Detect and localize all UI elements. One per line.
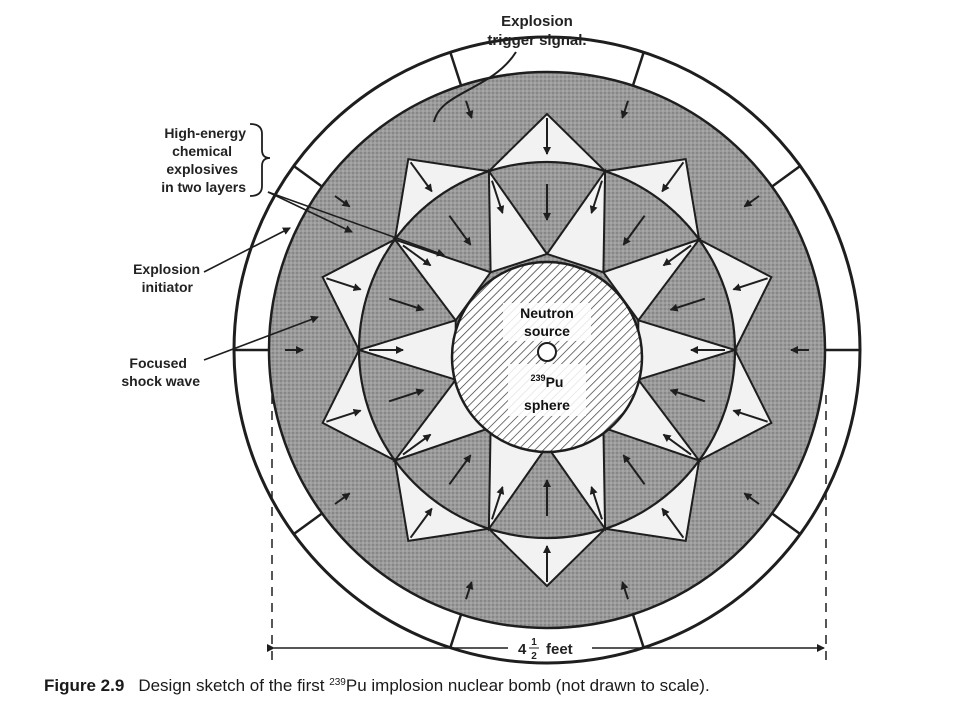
shock-arrow xyxy=(448,454,472,485)
initiator-slot xyxy=(631,614,645,649)
shock-arrow xyxy=(388,297,425,312)
shock-arrow xyxy=(620,581,629,600)
shock-arrow xyxy=(448,215,472,246)
shock-arrow xyxy=(662,244,692,267)
neutron-source-label-line2: source xyxy=(524,323,570,339)
initiator-slot xyxy=(771,164,801,188)
initiator-label-line1: Explosion xyxy=(133,261,200,277)
shock-arrow xyxy=(402,433,432,456)
shock-arrow xyxy=(662,433,692,456)
figure-number: Figure 2.9 xyxy=(44,676,125,695)
neutron-source-label-line1: Neutron xyxy=(520,305,574,321)
initiator-slot xyxy=(771,512,801,536)
initiator-slot xyxy=(293,512,323,536)
caption-text-before: Design sketch of the first xyxy=(138,676,330,695)
shock-arrow xyxy=(732,408,768,423)
shock-wave-leader xyxy=(203,315,319,361)
shock-arrow xyxy=(334,492,351,505)
explosives-label-line1: High-energy xyxy=(164,125,246,141)
trigger-leader xyxy=(433,51,517,123)
dimension-label: 4 xyxy=(518,641,527,658)
shock-arrow xyxy=(589,486,603,520)
trigger-label-line2: trigger signal. xyxy=(487,32,586,49)
dimension-whole: 4 xyxy=(518,641,527,658)
caption-text-after: Pu implosion nuclear bomb (not drawn to … xyxy=(345,676,710,695)
initiator-label-line2: initiator xyxy=(142,279,194,295)
inner-lens-triangle xyxy=(545,167,607,274)
shock-arrow xyxy=(661,507,685,539)
dimension-unit: feet xyxy=(546,641,573,658)
shock-arrow xyxy=(669,297,706,312)
caption-isotope: 239 xyxy=(329,677,346,688)
plutonium-symbol: Pu xyxy=(546,374,564,390)
shock-arrow xyxy=(589,180,603,214)
figure-caption: Figure 2.9 Design sketch of the first 239… xyxy=(44,676,954,696)
shock-arrow xyxy=(732,277,768,292)
shock-arrow xyxy=(326,277,362,292)
neutron-source xyxy=(537,342,557,362)
shock-wave-label-line1: Focused xyxy=(129,355,187,371)
shock-arrow xyxy=(388,388,425,403)
shock-arrow xyxy=(465,581,474,600)
shock-arrow xyxy=(326,408,362,423)
initiator-slot xyxy=(449,51,463,86)
explosives-brace xyxy=(249,123,271,197)
shock-arrow xyxy=(669,388,706,403)
initiator-slot xyxy=(631,51,645,86)
shock-arrow xyxy=(409,507,433,539)
initiator-slots xyxy=(234,51,860,649)
explosives-leader-1 xyxy=(267,191,353,233)
explosives-label-line4: in two layers xyxy=(161,179,246,195)
initiator-slot xyxy=(293,164,323,188)
shock-arrow xyxy=(334,195,351,208)
sphere-label: sphere xyxy=(524,397,570,413)
explosives-leader-2 xyxy=(267,191,445,257)
plutonium-mass-number: 239 xyxy=(531,373,546,383)
shock-arrow xyxy=(409,161,433,193)
shock-arrow xyxy=(622,454,646,485)
shock-arrow xyxy=(661,161,685,193)
dimension-fraction-numerator: 1 xyxy=(531,637,537,648)
shock-arrow xyxy=(743,195,760,208)
shock-arrow xyxy=(402,244,432,267)
plutonium-label: 239Pu xyxy=(531,373,564,390)
shock-arrow xyxy=(465,100,474,119)
shock-arrow xyxy=(491,486,505,520)
shock-arrow xyxy=(491,180,505,214)
inner-lens-triangles xyxy=(355,167,739,533)
inner-lens-triangle xyxy=(487,167,549,274)
shock-arrow xyxy=(620,100,629,119)
shock-arrow xyxy=(743,492,760,505)
trigger-label-line1: Explosion xyxy=(501,13,573,30)
shock-wave-arrows xyxy=(285,100,809,600)
dimension-fraction-denominator: 2 xyxy=(531,651,537,662)
initiator-slot xyxy=(449,614,463,649)
explosives-label-line2: chemical xyxy=(172,143,232,159)
initiator-leader xyxy=(203,227,291,273)
shock-arrow xyxy=(622,215,646,246)
explosives-label-line3: explosives xyxy=(166,161,238,177)
shock-wave-label-line2: shock wave xyxy=(121,373,200,389)
